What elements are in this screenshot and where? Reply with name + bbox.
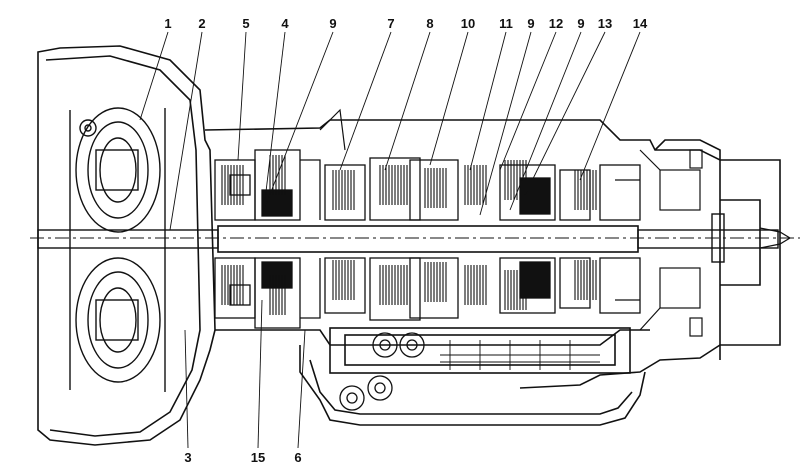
callout-9-1: 9 [329, 16, 336, 31]
callout-13: 13 [598, 16, 612, 31]
leader-13 [524, 31, 606, 196]
leader-4 [264, 31, 286, 201]
torque-converter [69, 107, 166, 392]
callout-5: 5 [242, 16, 249, 31]
callout-1: 1 [164, 16, 171, 31]
callout-3: 3 [184, 450, 191, 465]
callout-leader-lines [139, 31, 641, 449]
leader-10 [429, 31, 469, 166]
callout-15: 15 [251, 450, 265, 465]
leader-2 [169, 31, 203, 231]
leader-1 [139, 31, 169, 121]
leader-5 [237, 31, 247, 161]
output-housing [639, 149, 703, 337]
callout-4: 4 [281, 16, 289, 31]
leader-8 [384, 31, 431, 171]
callout-8: 8 [426, 16, 433, 31]
leader-9-2 [479, 31, 532, 216]
callout-9-2: 9 [527, 16, 534, 31]
callout-9-3: 9 [577, 16, 584, 31]
callout-14: 14 [633, 16, 648, 31]
leader-3 [184, 329, 189, 449]
leader-9-3 [509, 31, 582, 211]
leader-15 [257, 299, 263, 449]
transmission-housing [37, 45, 781, 446]
front-gear-set [214, 149, 321, 329]
callout-6: 6 [294, 450, 301, 465]
callout-12: 12 [549, 16, 563, 31]
leader-7 [339, 31, 392, 171]
callout-10: 10 [461, 16, 475, 31]
main-shaft [30, 213, 800, 263]
rear-gear-set [319, 108, 641, 321]
leader-12 [499, 31, 557, 171]
leader-9-1 [261, 31, 334, 216]
leader-14 [579, 31, 641, 181]
leader-11 [469, 31, 507, 171]
callout-7: 7 [387, 16, 394, 31]
leader-6 [297, 329, 306, 449]
callout-11: 11 [499, 16, 513, 31]
valve-body [339, 332, 600, 411]
callout-2: 2 [198, 16, 205, 31]
